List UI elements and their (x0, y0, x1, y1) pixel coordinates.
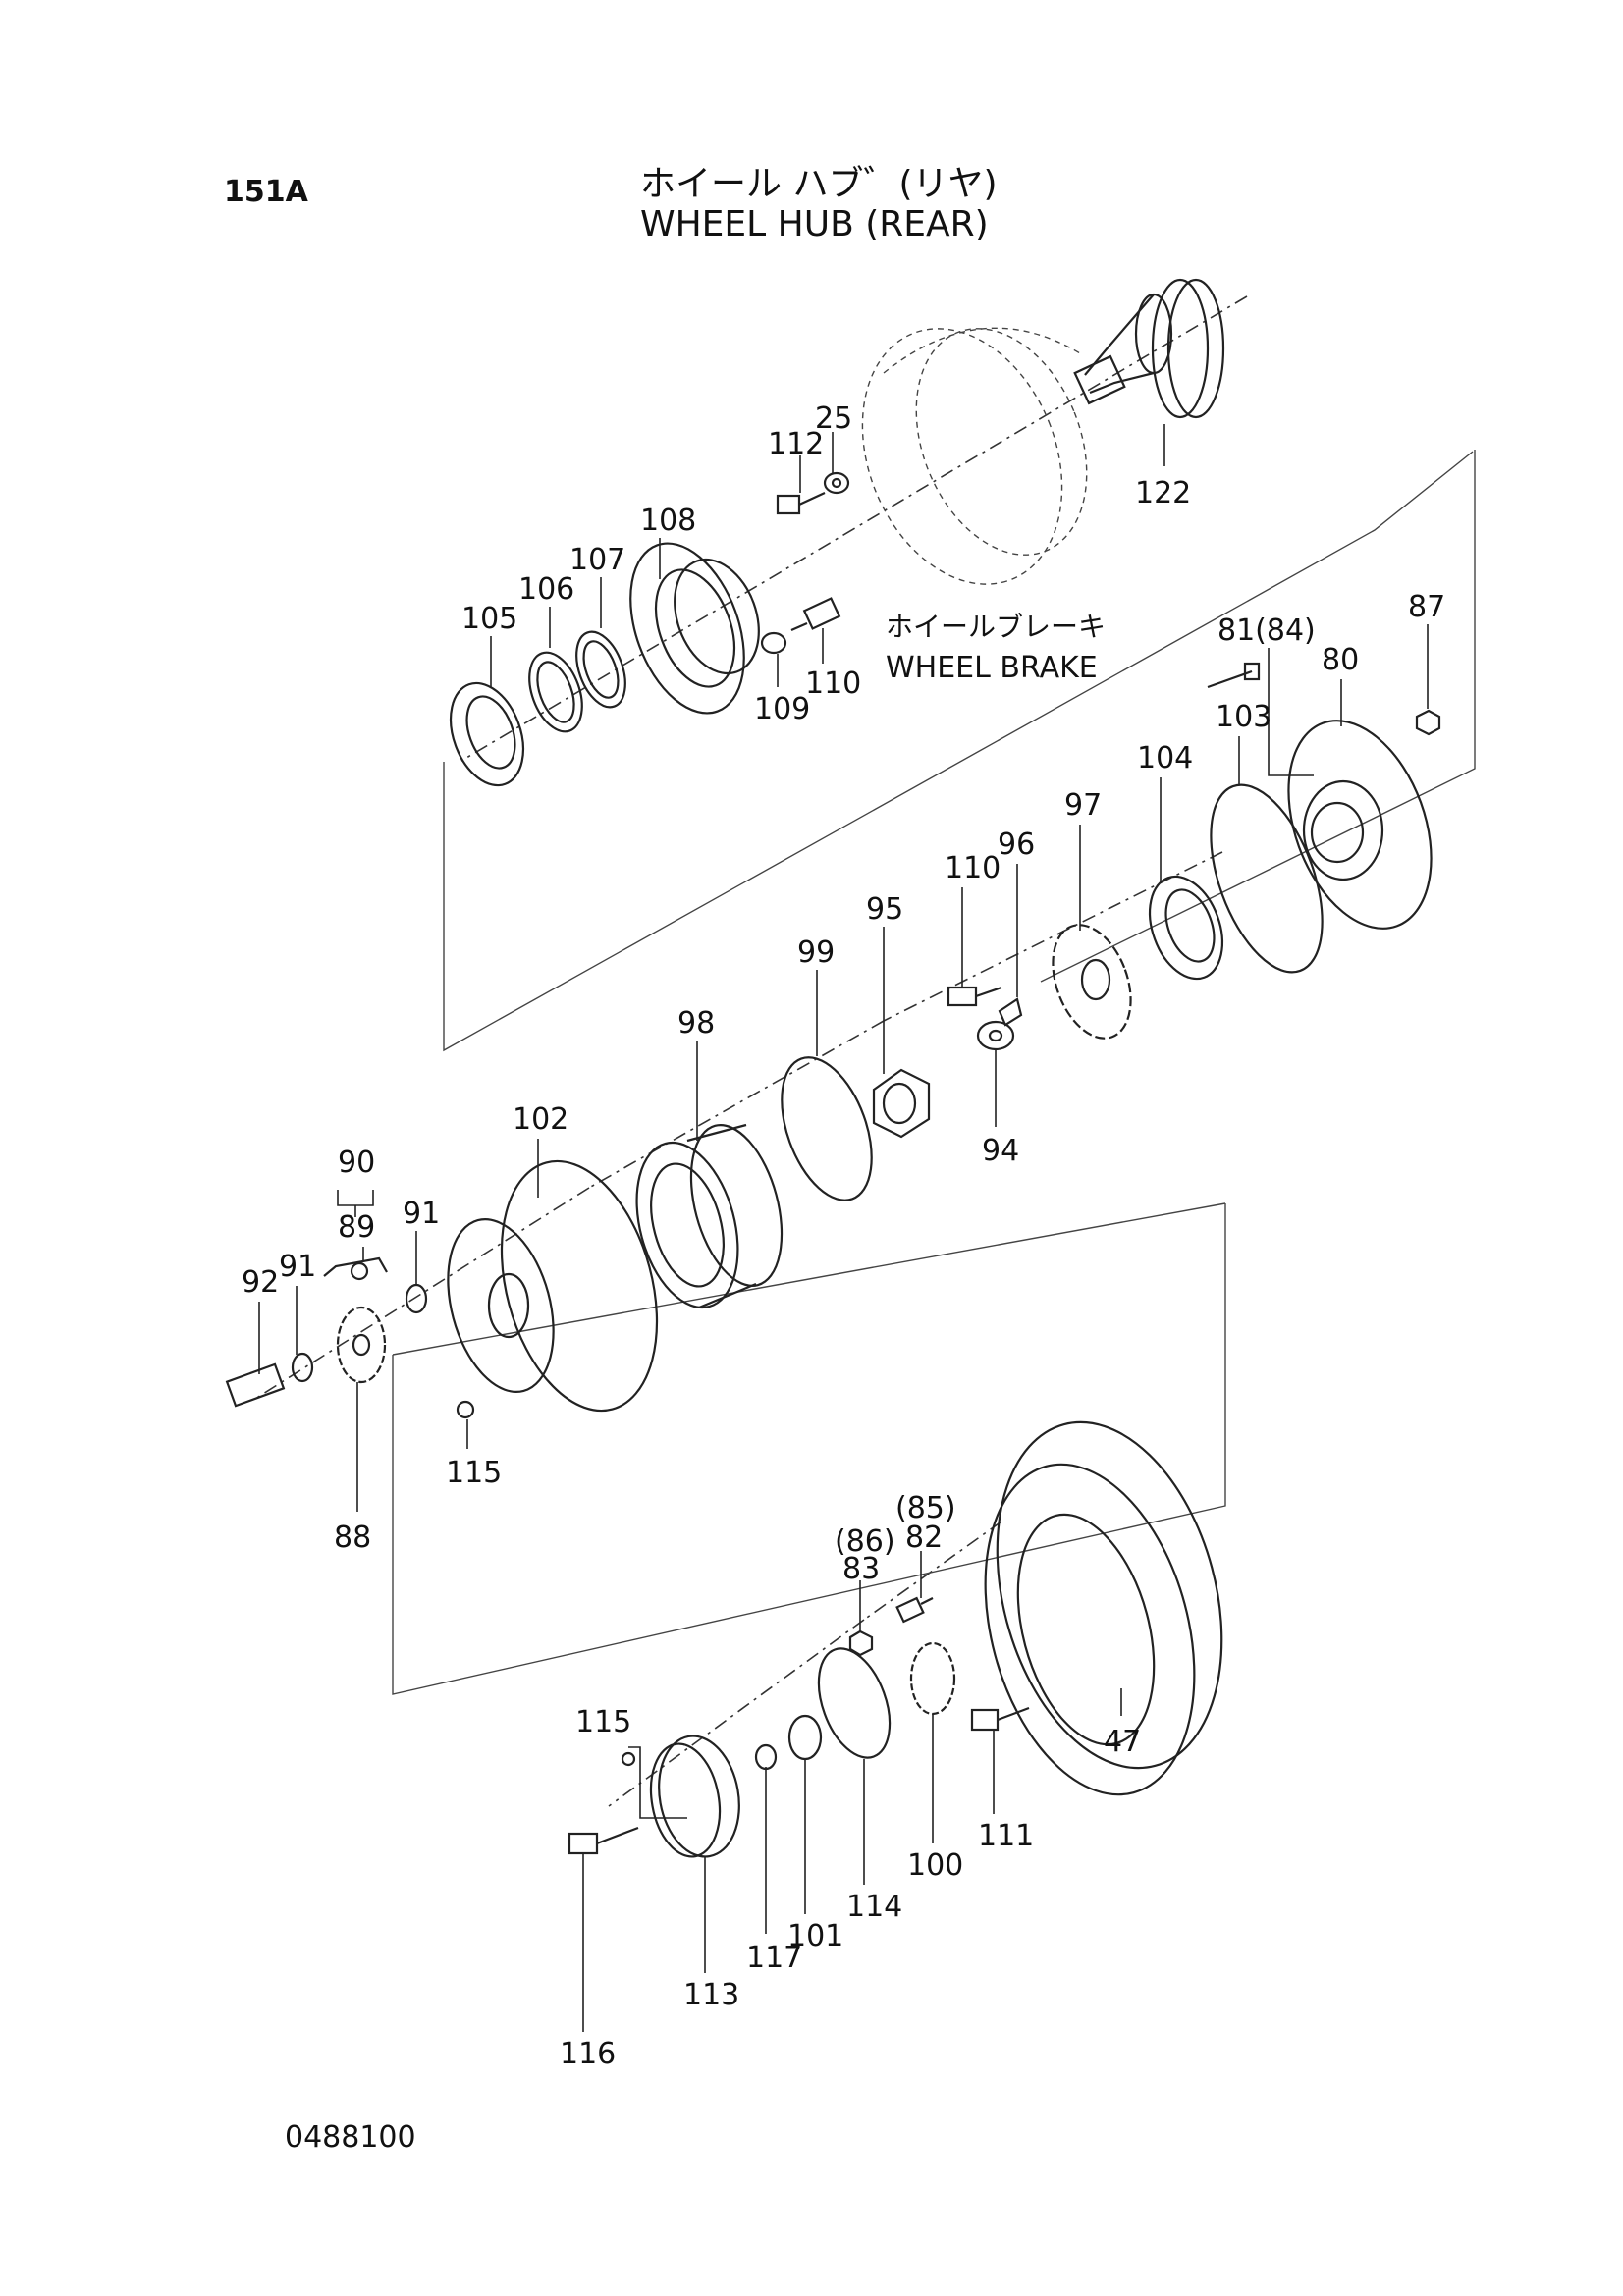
o-ring-114 (817, 1647, 892, 1759)
bolt-110-lower (947, 986, 1002, 1007)
nut-87 (1415, 709, 1441, 736)
washer-94 (976, 1020, 1015, 1051)
label-110-upper: 110 (805, 667, 861, 701)
title-japanese: ホイール ハブ゛(リヤ) (640, 164, 998, 204)
bolt-112 (776, 492, 826, 515)
o-ring-99 (781, 1056, 873, 1201)
label-107: 107 (569, 543, 625, 577)
label-86: (86) (835, 1524, 895, 1559)
title-english: WHEEL HUB (REAR) (640, 204, 989, 244)
wheel-brake-assembly (861, 327, 1088, 585)
flange-108 (629, 542, 760, 715)
bearing-105 (449, 681, 525, 787)
label-108: 108 (640, 504, 696, 538)
nut-95 (872, 1068, 931, 1139)
drawing-number: 0488100 (285, 2120, 416, 2155)
label-101: 101 (787, 1919, 843, 1953)
label-92: 92 (242, 1265, 279, 1300)
part-labels: 112 25 122 108 107 106 105 109 110 81(84… (242, 401, 1445, 2071)
hub-80 (1287, 720, 1433, 930)
wheel-brake-label-en: WHEEL BRAKE (886, 651, 1098, 685)
washer-91-right (405, 1283, 428, 1314)
assembly-axes (254, 295, 1248, 1807)
o-ring-103 (1210, 783, 1324, 974)
label-109: 109 (754, 692, 810, 726)
sheet-number: 151A (224, 175, 308, 209)
cover-113 (649, 1735, 740, 1858)
label-88: 88 (334, 1521, 371, 1555)
label-117: 117 (746, 1941, 802, 1975)
label-102: 102 (513, 1102, 568, 1137)
bolt-116 (568, 1826, 639, 1855)
bearing-89 (323, 1256, 388, 1281)
label-87: 87 (1408, 590, 1445, 624)
label-104: 104 (1137, 741, 1193, 775)
label-94: 94 (982, 1134, 1019, 1168)
label-100: 100 (907, 1848, 963, 1883)
label-115-lower: 115 (575, 1705, 631, 1739)
planet-gear-88 (336, 1306, 387, 1384)
planet-carrier-102 (447, 1159, 659, 1413)
plug-115-upper (456, 1400, 475, 1419)
gear-97 (1052, 924, 1132, 1040)
stud-82 (895, 1596, 934, 1624)
label-112: 112 (768, 427, 824, 461)
label-81-84: 81(84) (1217, 614, 1316, 648)
washer-91-left (291, 1352, 314, 1383)
label-82: 82 (905, 1521, 943, 1555)
ring-101 (787, 1714, 823, 1761)
label-114: 114 (846, 1890, 902, 1924)
label-91-left: 91 (279, 1250, 316, 1284)
thrust-pad-117 (754, 1743, 778, 1771)
seal-ring-106 (528, 651, 583, 733)
bearing-104 (1148, 875, 1224, 981)
brake-drum-47 (984, 1420, 1223, 1796)
wheel-brake-label-jp: ホイールブレーキ (886, 611, 1106, 643)
label-110-lower: 110 (945, 851, 1001, 885)
bolt-111 (970, 1706, 1030, 1732)
seal-ring-107 (575, 630, 626, 709)
washer-25 (823, 471, 850, 495)
ring-gear-98 (635, 1123, 784, 1309)
label-97: 97 (1064, 788, 1102, 823)
label-91-right: 91 (403, 1197, 440, 1231)
bolt-110-upper (790, 597, 841, 632)
label-106: 106 (518, 572, 574, 607)
label-105: 105 (461, 602, 517, 636)
washer-109 (760, 631, 787, 655)
label-96: 96 (998, 828, 1035, 862)
label-113: 113 (683, 1978, 739, 2012)
label-103: 103 (1216, 700, 1271, 734)
stud-bolt-81 (1207, 662, 1261, 689)
group-boundary-upper (443, 450, 1476, 1052)
leader-lines (258, 424, 1429, 2032)
label-99: 99 (797, 935, 835, 970)
label-85: (85) (895, 1491, 956, 1525)
label-98: 98 (677, 1006, 715, 1041)
label-47: 47 (1104, 1725, 1141, 1759)
label-111: 111 (978, 1819, 1034, 1853)
label-83: 83 (842, 1552, 880, 1586)
lock-plate-96 (998, 997, 1023, 1027)
label-25: 25 (815, 401, 852, 436)
label-89: 89 (338, 1210, 375, 1245)
label-122: 122 (1135, 476, 1191, 510)
label-115-upper: 115 (446, 1456, 502, 1490)
label-90: 90 (338, 1146, 375, 1180)
label-116: 116 (560, 2037, 616, 2071)
label-95: 95 (866, 892, 903, 927)
label-80: 80 (1322, 643, 1359, 677)
sun-gear-100 (909, 1641, 956, 1716)
pin-92 (225, 1362, 286, 1408)
group-boundary-lower (392, 1202, 1226, 1695)
plug-115-lower (621, 1751, 636, 1767)
axle-shaft-122 (1073, 278, 1225, 419)
